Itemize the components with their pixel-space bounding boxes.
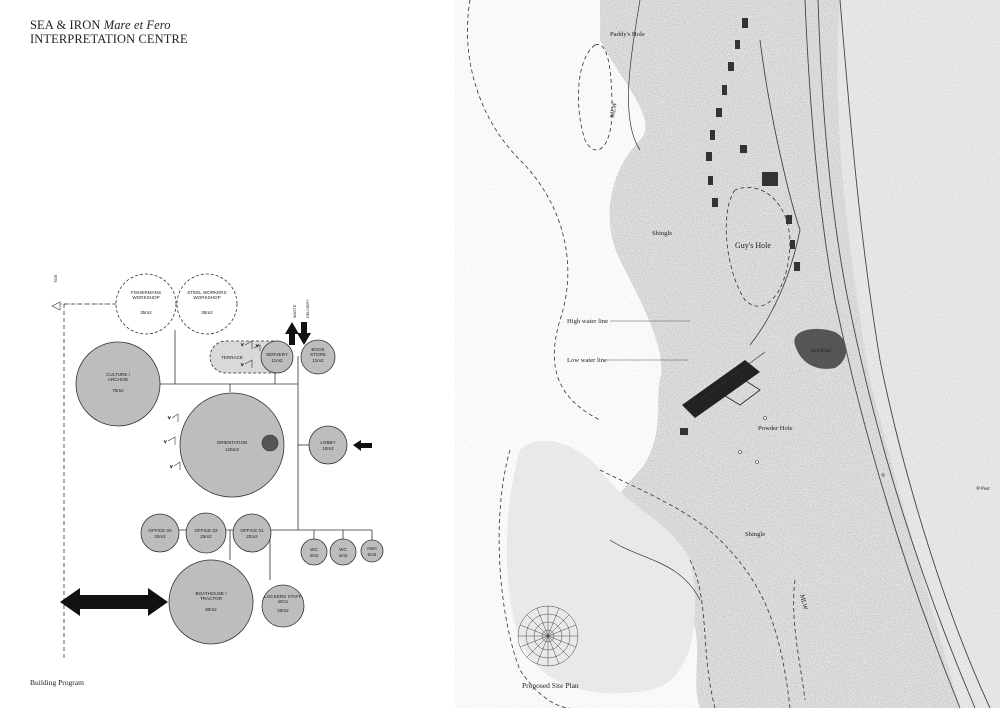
node-area: 20m2 (154, 534, 166, 539)
delivery-arrow: DELIVERY (297, 299, 311, 345)
pond-label: Tern Pond (810, 349, 831, 354)
node-name: OFFICE 02 (194, 528, 218, 533)
node-awc: AWC 6m2 (360, 539, 384, 563)
site-plan-map: Paddy's Hole MLW Shingle Guy's Hole High… (455, 0, 1000, 708)
view-mark: V (168, 416, 171, 420)
view-mark: V (256, 344, 259, 348)
node-name: LOBBY (320, 440, 335, 445)
guys-hole-label: Guy's Hole (735, 241, 771, 250)
node-name: BOATHOUSE /TRACTOR (195, 591, 227, 601)
waste-arrow: WASTE (285, 304, 299, 345)
node-name: ORIENTATION (217, 440, 248, 445)
node-area: 25m2 (200, 534, 212, 539)
contour-lines (467, 0, 806, 708)
high-water-label: High water line (567, 318, 608, 325)
node-area: 80m2 (205, 607, 217, 612)
low-water-label: Low water line (567, 357, 607, 364)
node-area: 20m2 (277, 608, 289, 613)
node-area: 75m2 (112, 388, 124, 393)
entry-arrow-icon (353, 440, 372, 451)
node-boathouse: BOATHOUSE /TRACTOR 80m2 (168, 559, 254, 645)
view-mark: V (164, 440, 167, 444)
shingle-top-label: Shingle (652, 230, 672, 237)
waste-label: WASTE (293, 304, 297, 318)
title-italic: Mare et Fero (103, 18, 171, 32)
node-area: 6m2 (368, 552, 377, 557)
view-mark: V (241, 343, 244, 347)
markers (738, 416, 980, 490)
node-area: 10m2 (322, 446, 334, 451)
node-area: 35m2 (201, 310, 213, 315)
connection-lines (152, 330, 373, 580)
node-area: 20m2 (246, 534, 258, 539)
node-area: 4m2 (310, 553, 319, 558)
node-servery: SERVERY 11m2 (260, 340, 294, 374)
node-orientation: ORIENTATION 125m2 (179, 392, 285, 498)
mlw-top-label: MLW (609, 101, 619, 118)
node-culture-archive: CULTURE /ARCHIVE 75m2 (75, 341, 161, 427)
compass-rose-icon (517, 605, 579, 667)
shingle-bottom-label: Shingle (745, 531, 765, 538)
southern-shingle (455, 0, 1000, 708)
cottages (706, 18, 800, 271)
node-office-03: OFFICE 03 20m2 (140, 513, 180, 553)
view-marks: V V V V V V (164, 340, 261, 470)
post-label: Post (981, 487, 990, 492)
node-area: 35m2 (140, 310, 152, 315)
road (749, 0, 991, 708)
node-name: TERRACE (221, 355, 243, 360)
node-area: 4m2 (339, 553, 348, 558)
view-mark: V (170, 465, 173, 469)
node-name: AWC (367, 546, 378, 551)
water-leaders (607, 320, 690, 361)
node-name: SERVERY (266, 352, 288, 357)
powder-hole-label: Powder Hole (758, 425, 793, 432)
page-title: SEA & IRON Mare et Fero INTERPRETATION C… (30, 18, 188, 46)
node-area: 11m2 (312, 358, 324, 363)
node-wc-2: WC 4m2 (329, 538, 357, 566)
node-wc-1: WC 4m2 (300, 538, 328, 566)
title-subtitle: INTERPRETATION CENTRE (30, 32, 188, 46)
tide-arrow-icon (51, 301, 61, 311)
info-point-icon (261, 434, 279, 452)
title-prefix: SEA & IRON (30, 18, 104, 32)
coastline (609, 0, 701, 601)
node-office-02: OFFICE 02 25m2 (185, 512, 227, 554)
arrow-down-icon (297, 322, 311, 345)
node-name: WC (310, 547, 318, 552)
tide-label: TIDE (54, 274, 58, 283)
node-area: 125m2 (225, 447, 239, 452)
paddys-hole-label: Paddy's Hole (610, 31, 645, 38)
node-name: OFFICE 03 (148, 528, 172, 533)
node-name: WC (339, 547, 347, 552)
mlw-bottom-label: MLW (798, 594, 809, 612)
node-area: 11m2 (271, 358, 283, 363)
node-lobby: LOBBY 10m2 (308, 425, 348, 465)
delivery-label: DELIVERY (306, 299, 310, 318)
view-mark: V (241, 363, 244, 367)
node-name: OFFICE 01 (240, 528, 264, 533)
node-name: CULTURE /ARCHIVE (106, 372, 131, 382)
tern-pond (794, 328, 847, 369)
building-program-caption: Building Program (30, 678, 84, 687)
proposed-building (680, 351, 766, 435)
arrow-up-icon (285, 322, 299, 345)
node-office-01: OFFICE 01 20m2 (232, 513, 272, 553)
double-arrow-icon (60, 588, 168, 616)
site-plan-caption: Proposed Site Plan (522, 681, 579, 690)
